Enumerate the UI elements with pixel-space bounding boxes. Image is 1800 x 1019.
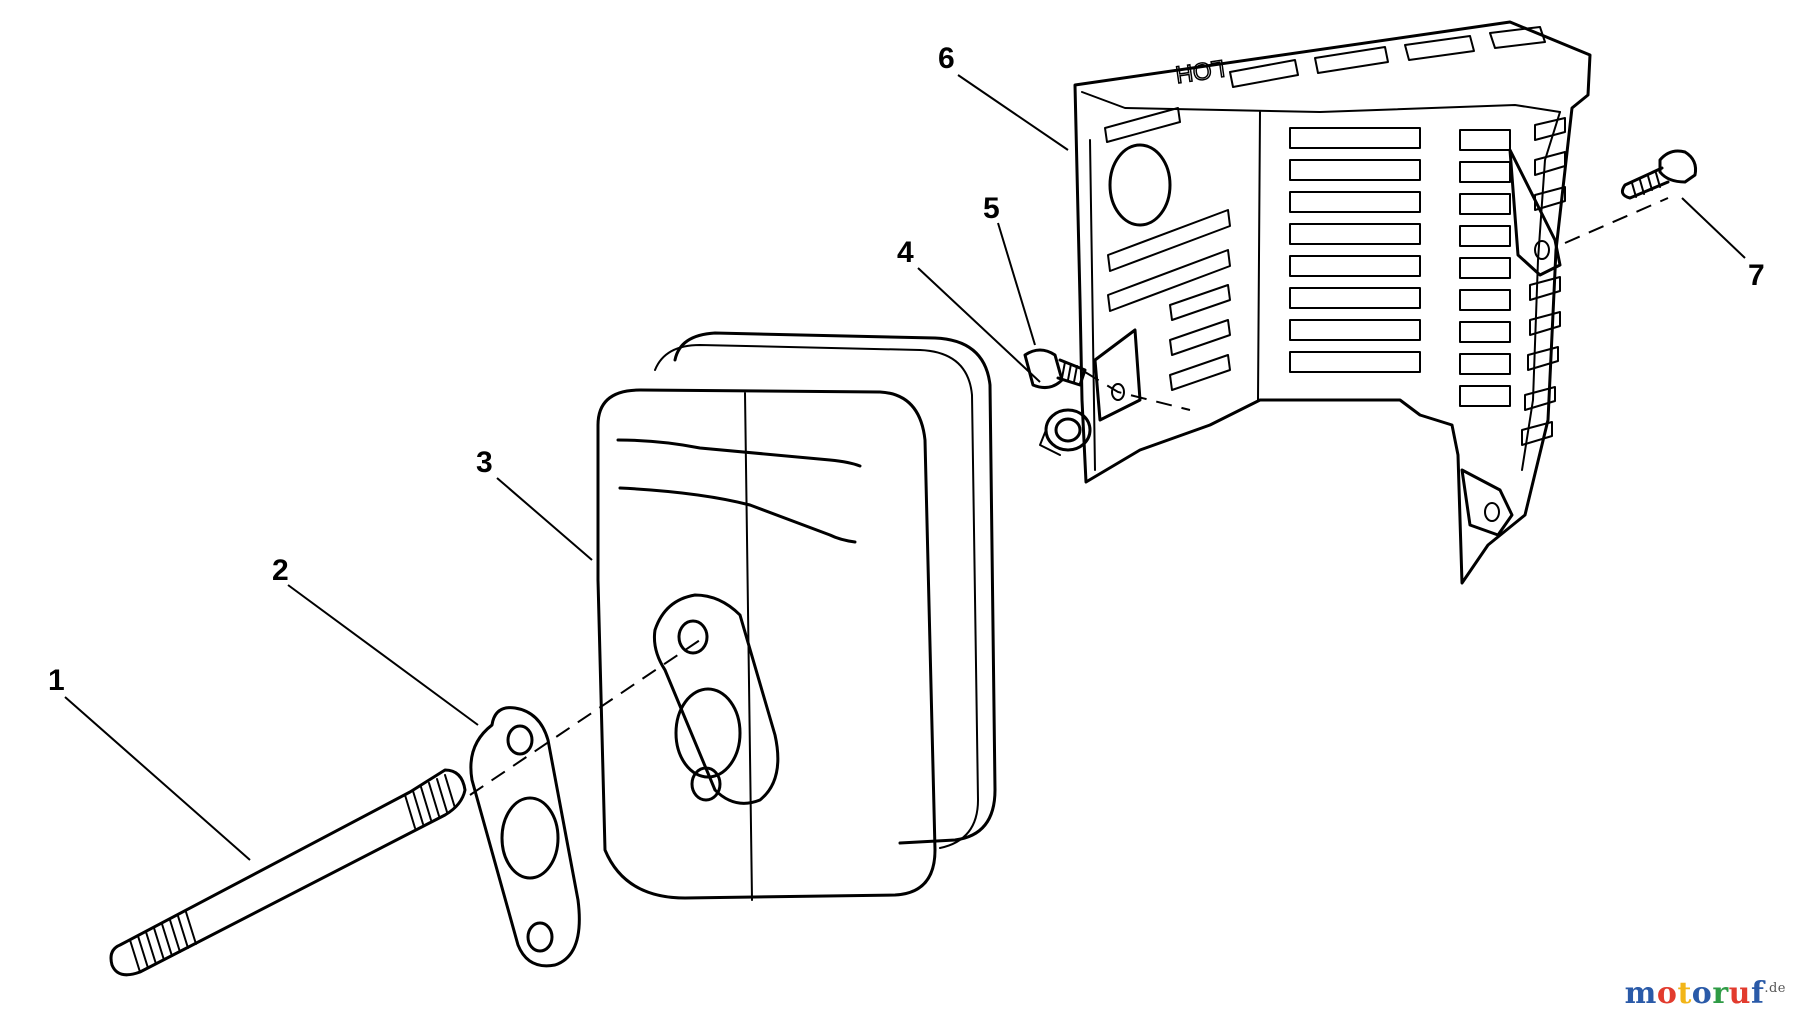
gasket [469,706,581,968]
callout-4: 4 [897,236,914,269]
screw-5 [1023,348,1087,390]
leader-7 [1681,197,1746,259]
exhaust-stud [109,768,467,977]
watermark-letter: o [1656,976,1678,1011]
leader-3 [496,477,593,561]
watermark-letter: m [1624,976,1657,1011]
callout-6: 6 [938,42,955,75]
lock-nut [1039,408,1092,456]
watermark-letter: o [1691,976,1713,1011]
watermark-letter: t [1677,976,1692,1011]
callout-3: 3 [476,446,493,479]
watermark-letter: u [1728,976,1751,1011]
screw-7 [1620,149,1697,200]
leader-6 [957,74,1069,151]
callout-2: 2 [272,554,289,587]
callout-5: 5 [983,192,1000,225]
heat-shield: LOH [1073,20,1592,585]
leader-1 [64,696,251,861]
watermark-letters: motoruf [1625,976,1765,1011]
watermark-logo: motoruf.de [1625,976,1786,1011]
leader-5 [997,222,1036,346]
watermark-suffix: .de [1764,981,1786,996]
shield-stamp: LOH [1174,54,1227,88]
watermark-letter: r [1712,976,1729,1011]
assembly-line-stud [469,639,701,796]
callout-7: 7 [1748,259,1765,292]
callout-1: 1 [48,664,65,697]
watermark-letter: f [1750,976,1765,1011]
leader-2 [287,584,479,726]
assembly-line-shield-right [1564,197,1669,244]
muffler [596,331,997,901]
leader-4 [917,267,1041,383]
assembly-line-shield-left [1084,371,1191,411]
